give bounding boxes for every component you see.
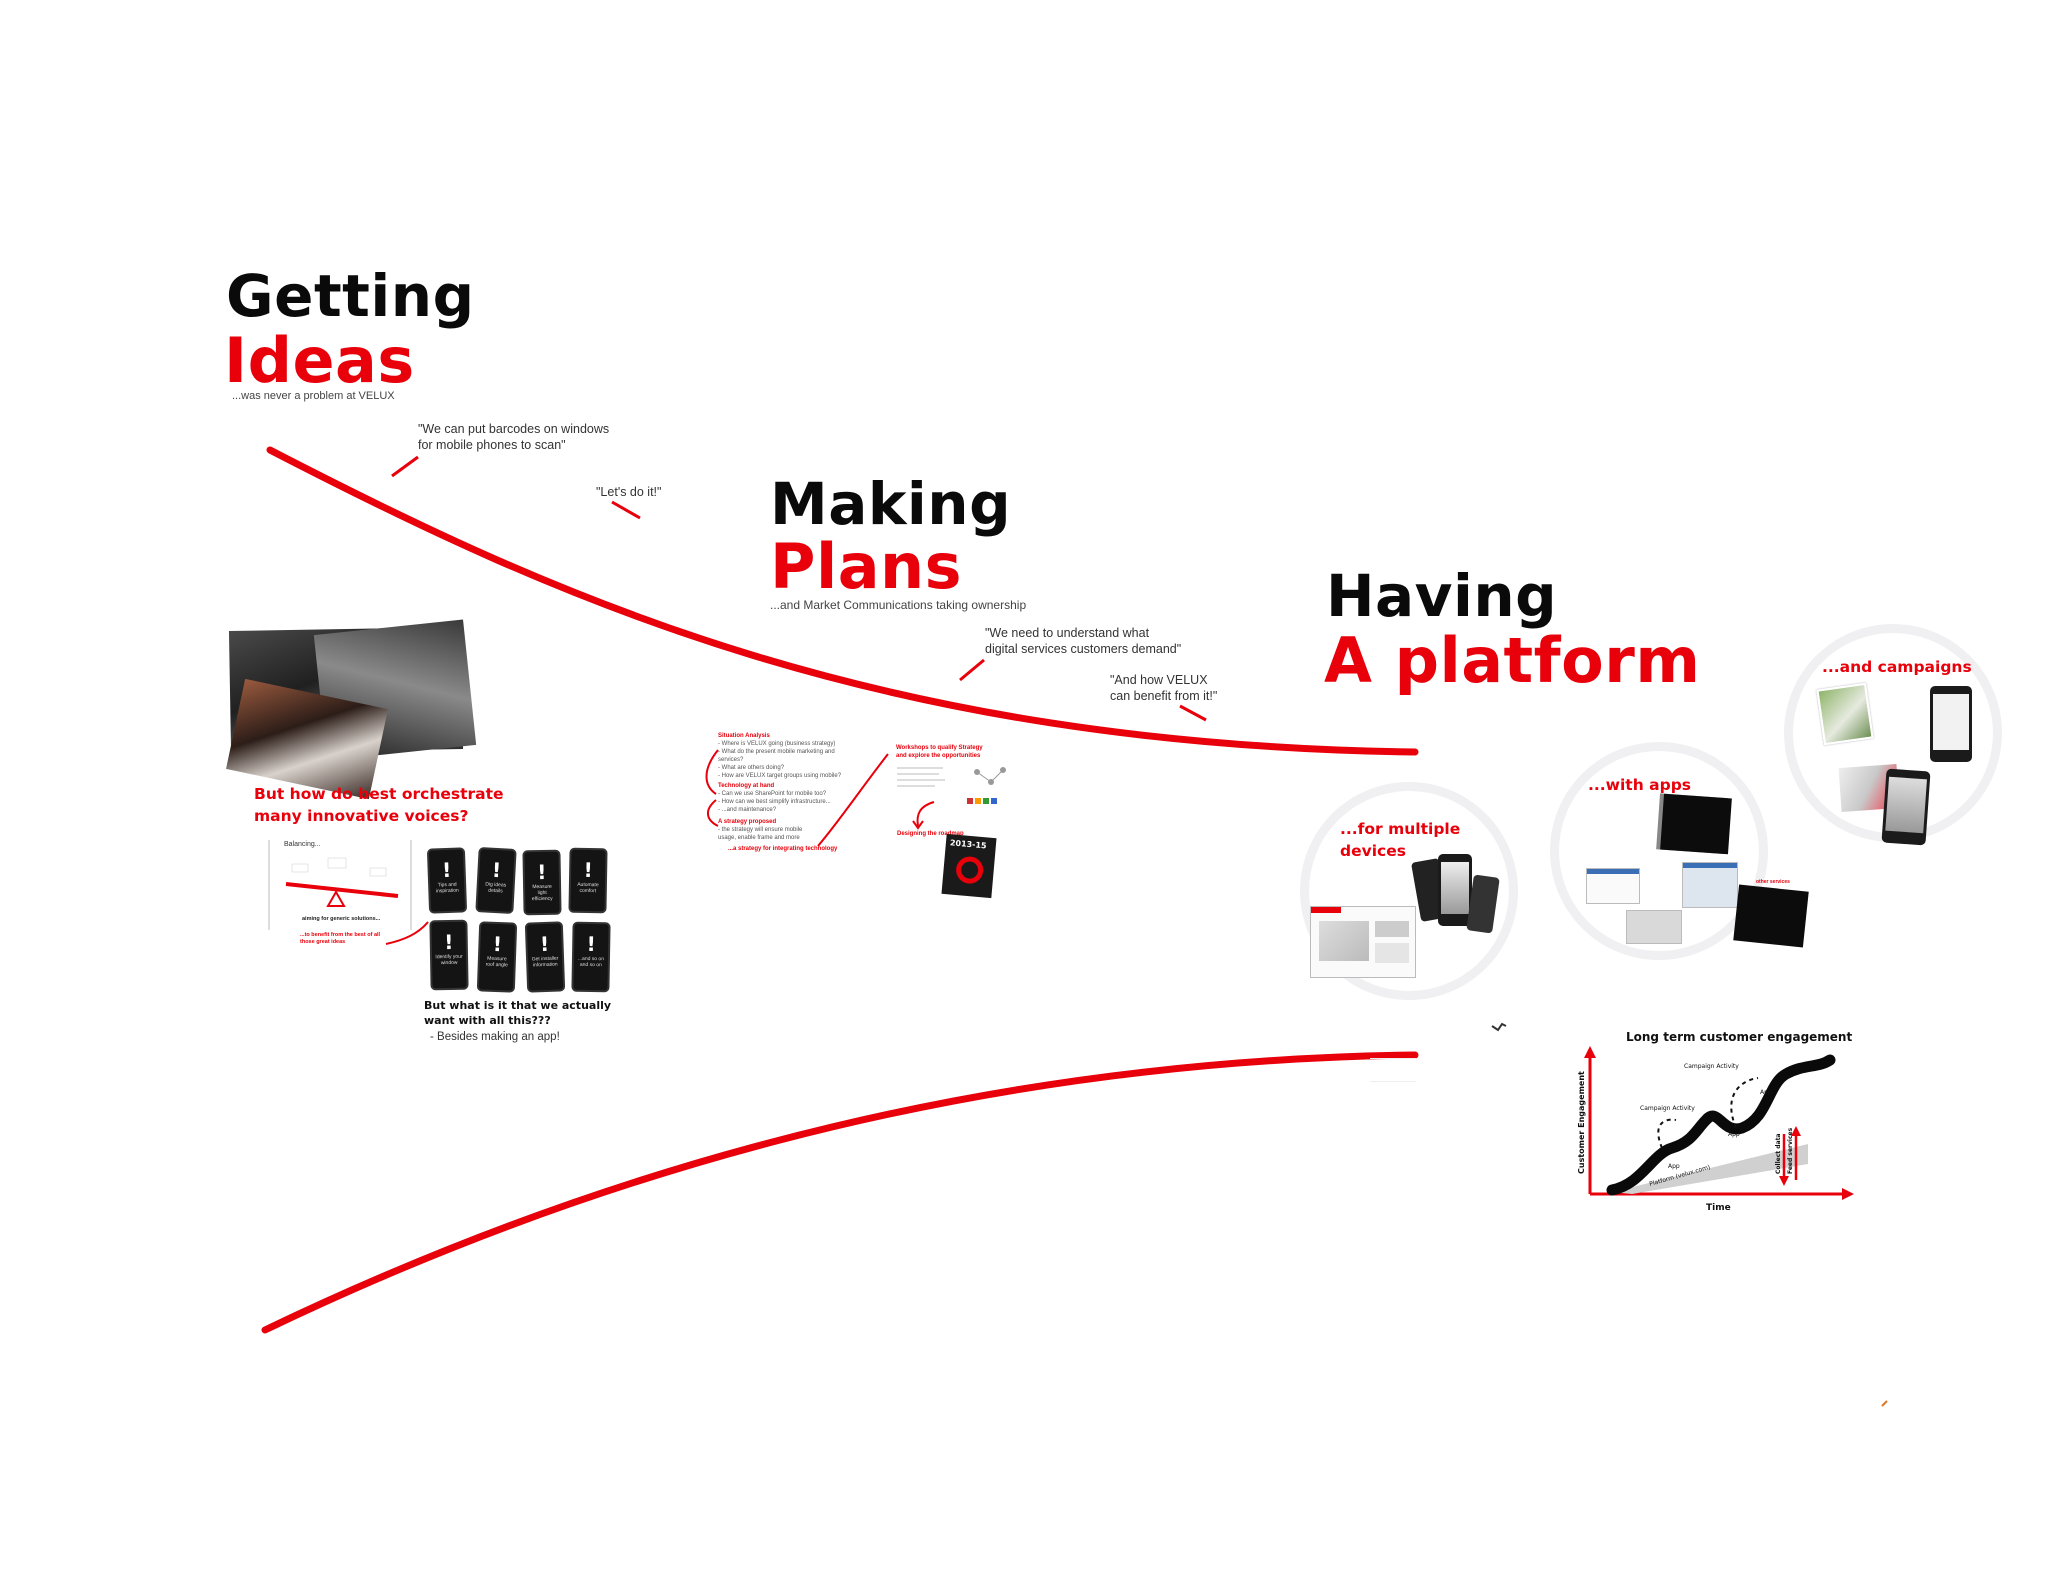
chart-label-app1: App (1668, 1163, 1680, 1170)
apps-screenshot-1 (1586, 868, 1640, 904)
plan-line: - How are VELUX target groups using mobi… (718, 773, 842, 779)
balancing-title: Balancing... (284, 841, 321, 848)
plan-heading-strategy: A strategy proposed (718, 819, 777, 825)
apps-screenshot-3 (1626, 910, 1682, 944)
plan-heading-technology: Technology at hand (718, 783, 775, 789)
photo-collage (226, 619, 478, 800)
plans-heading-line2: Plans (770, 530, 963, 603)
plan-heading-integration: ...a strategy for integrating technology (728, 846, 838, 852)
platform-heading-line2: A platform (1324, 624, 1701, 697)
phone-label: Measure roof angle (485, 955, 508, 969)
quote-benefit: "And how VELUX can benefit from it!" (1110, 673, 1218, 703)
chart-label-feed: Feed services (1787, 1127, 1794, 1174)
devices-label: ...for multiple devices (1340, 820, 1461, 860)
phone-label: Get installer information (531, 955, 559, 969)
phone-label: ...and so on and so on (577, 955, 605, 969)
phone-card: !Automate comfort (568, 847, 608, 914)
phone-card: !Tips and inspiration (426, 847, 468, 914)
phone-label: Identify your window (435, 953, 463, 967)
workshop-sketch (897, 767, 1006, 804)
quote-understand: "We need to understand what digital serv… (985, 626, 1182, 656)
phone-label: Dig ideas details (485, 881, 507, 895)
devices-website-screenshot (1310, 906, 1416, 978)
plan-line: - What do the present mobile marketing a… (718, 749, 835, 763)
campaigns-phone-1 (1930, 686, 1972, 762)
plan-line: - What are others doing? (718, 765, 785, 771)
funnel-end-marker (1370, 1058, 1416, 1082)
orchestrate-question: But how do best orchestrate many innovat… (254, 785, 504, 825)
chart-label-collect: Collect data (1775, 1134, 1782, 1174)
chart-label-campaign1: Campaign Activity (1640, 1105, 1695, 1112)
platform-heading-line1: Having (1326, 562, 1558, 630)
devices-circle (1300, 782, 1518, 1000)
apps-black-square-1 (1660, 793, 1732, 855)
campaigns-phone-2 (1881, 768, 1931, 846)
engagement-chart-title: Long term customer engagement (1626, 1030, 1853, 1044)
want-answer: - Besides making an app! (430, 1031, 560, 1043)
balancing-caption2: ...to benefit from the best of all those… (300, 932, 381, 945)
engagement-chart: Customer Engagement Time Campaign Activi… (1577, 1046, 1854, 1213)
phone-label: Automate comfort (577, 881, 599, 895)
plan-line: - Can we use SharePoint for mobile too? (718, 791, 827, 797)
plan-line: usage, enable frame and more (718, 835, 800, 841)
quote-do-it: "Let's do it!" (596, 485, 662, 499)
phone-card: !...and so on and so on (571, 921, 611, 993)
phone-card: !Measure roof angle (476, 921, 518, 993)
devices-phone-main (1438, 854, 1472, 926)
phone-card: !Identify your window (429, 919, 469, 991)
quote-barcodes: "We can put barcodes on windows for mobi… (418, 422, 610, 452)
phone-card: !Get installer information (524, 921, 566, 993)
apps-circle (1550, 742, 1768, 960)
balancing-slide: Balancing... aiming for generic solution… (268, 840, 412, 930)
campaigns-label: ...and campaigns (1822, 658, 1972, 676)
phone-card: !Measure light efficiency (522, 849, 562, 916)
seesaw-icon (285, 857, 399, 907)
plan-line: - Where is VELUX going (business strateg… (718, 741, 836, 747)
plan-arrows (705, 749, 889, 847)
roadmap-note: Designing the roadmap (897, 831, 964, 837)
apps-black-square-2 (1733, 884, 1809, 948)
want-question: But what is it that we actually want wit… (424, 999, 612, 1027)
plan-line: - ...and maintenance? (718, 807, 777, 813)
balancing-arrow (385, 921, 429, 945)
plan-line: - How can we best simplify infrastructur… (718, 799, 831, 805)
plan-notes: Situation Analysis - Where is VELUX goin… (718, 732, 858, 853)
phone-label: Tips and inspiration (435, 881, 459, 895)
ideas-subtitle: ...was never a problem at VELUX (232, 390, 395, 402)
campaigns-photo (1816, 682, 1874, 746)
phone-card: !Dig ideas details (475, 847, 517, 914)
ideas-heading-line1: Getting (226, 262, 475, 330)
chart-label-app3: App (1760, 1089, 1772, 1096)
phone-label: Measure light efficiency (531, 883, 553, 903)
apps-screenshot-2 (1682, 862, 1738, 908)
plan-heading-analysis: Situation Analysis (718, 733, 770, 739)
apps-label: ...with apps (1588, 776, 1692, 794)
chart-label-campaign2: Campaign Activity (1684, 1063, 1739, 1070)
chart-label-app2: App (1728, 1131, 1740, 1138)
roadmap-donut-icon (956, 856, 984, 884)
plans-heading-line1: Making (770, 470, 1012, 538)
balancing-caption1: aiming for generic solutions... (302, 916, 381, 922)
ideas-heading-line2: Ideas (224, 324, 415, 397)
chart-xlabel: Time (1706, 1203, 1731, 1213)
workshops-note: Workshops to qualify Strategy and explor… (896, 745, 983, 759)
plans-subtitle: ...and Market Communications taking owne… (770, 598, 1027, 612)
apps-small-note: other services (1756, 879, 1790, 885)
plan-line: - the strategy will ensure mobile (718, 827, 803, 833)
chart-ylabel: Customer Engagement (1577, 1071, 1586, 1174)
roadmap-book: 2013-15 (941, 833, 997, 899)
roadmap-arrow (912, 801, 935, 830)
